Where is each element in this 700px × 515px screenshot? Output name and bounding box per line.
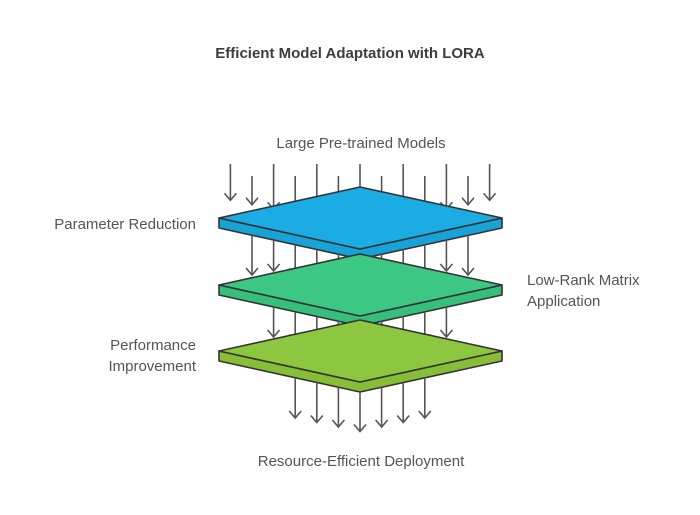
layer-top-face xyxy=(218,319,503,383)
layer-slab xyxy=(218,186,503,260)
output-arrow xyxy=(396,382,410,424)
arrow-head xyxy=(418,410,432,420)
input-arrow xyxy=(439,164,454,211)
arrow-head xyxy=(223,192,238,202)
arrow-head xyxy=(461,197,475,206)
arrow-head xyxy=(439,263,454,273)
transfer-arrow xyxy=(439,307,454,339)
arrow-head xyxy=(396,414,410,424)
arrow-head xyxy=(482,192,497,202)
layer-label-line: Application xyxy=(527,293,601,310)
input-label: Large Pre-trained Models xyxy=(276,135,446,152)
output-arrow xyxy=(353,392,367,433)
transfer-arrow xyxy=(461,235,475,277)
arrow-head xyxy=(439,329,454,339)
arrow-head xyxy=(461,267,475,277)
layer-top-face xyxy=(218,253,503,317)
output-arrow xyxy=(374,387,389,429)
arrow-head xyxy=(266,329,281,339)
arrow-head xyxy=(374,419,389,429)
arrow-head xyxy=(288,410,302,420)
arrow-head xyxy=(266,263,281,273)
output-arrow xyxy=(288,377,302,420)
input-arrow xyxy=(266,164,281,211)
arrow-head xyxy=(310,414,324,424)
transfer-arrow xyxy=(266,240,281,273)
arrow-head xyxy=(331,419,346,429)
layers-group xyxy=(218,164,503,433)
arrow-head xyxy=(353,423,367,433)
output-arrow xyxy=(418,377,432,420)
layer-slab xyxy=(218,319,503,393)
output-label: Resource-Efficient Deployment xyxy=(257,453,465,470)
output-arrow xyxy=(331,387,346,429)
layer-top-face xyxy=(218,186,503,250)
transfer-arrow xyxy=(266,307,281,339)
diagram-title: Efficient Model Adaptation with LORA xyxy=(215,45,485,62)
arrow-head xyxy=(245,267,259,277)
layer-slab xyxy=(218,253,503,327)
arrow-head xyxy=(245,197,259,206)
layer-label-line: Improvement xyxy=(108,358,196,375)
input-arrow xyxy=(482,164,497,202)
layer-label-line: Performance xyxy=(110,337,196,354)
layer-label-line: Low-Rank Matrix xyxy=(527,272,640,289)
output-arrow xyxy=(310,382,324,424)
input-arrow xyxy=(461,176,475,206)
input-arrow xyxy=(245,176,259,206)
layer-label-performance-improvement: Performance Improvement xyxy=(0,335,196,377)
layer-label-parameter-reduction: Parameter Reduction xyxy=(54,216,196,233)
layer-label-low-rank-matrix: Low-Rank Matrix Application xyxy=(527,270,697,312)
input-arrow xyxy=(223,164,238,202)
transfer-arrow xyxy=(245,235,259,277)
transfer-arrow xyxy=(439,240,454,273)
